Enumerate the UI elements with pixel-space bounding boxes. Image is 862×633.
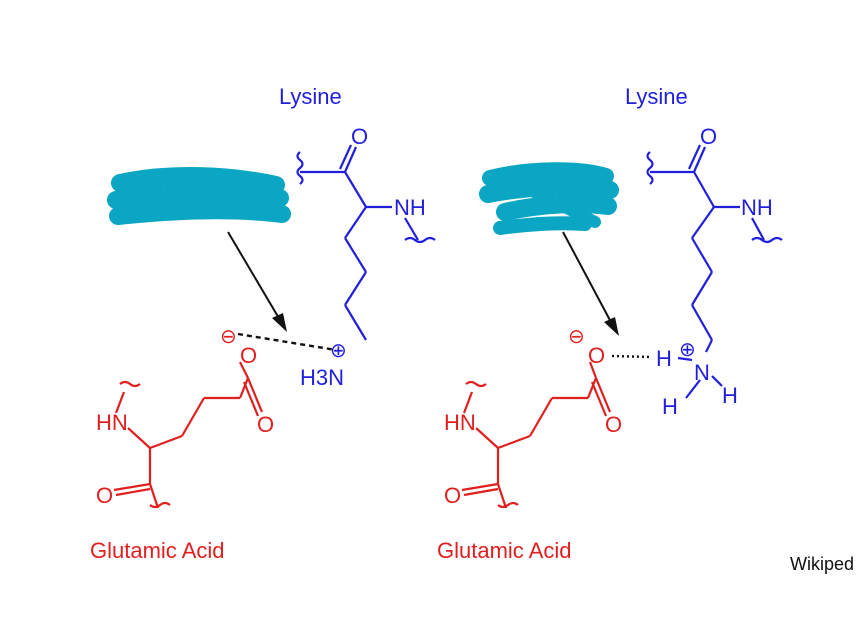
right-glutamate xyxy=(461,361,612,509)
left-glutamate-carbonyl-oxygen: O xyxy=(96,483,113,508)
left-glutamate-wavy-bond-bottom xyxy=(149,501,171,509)
left-pointer-arrow xyxy=(227,231,281,321)
right-lysine-h-left: H xyxy=(662,394,678,419)
left-glutamate-oxygen-minus: O xyxy=(240,343,257,368)
right-lysine-wavy-bond xyxy=(646,151,654,185)
right-glutamate-carboxyl-oxygen: O xyxy=(605,412,622,437)
right-lysine-positive-charge: ⊕ xyxy=(679,339,696,361)
left-glutamate-wavy-bond-top xyxy=(119,380,141,388)
left-lysine-nh: NH xyxy=(394,195,426,220)
right-glutamate-oxygen-minus: O xyxy=(588,343,605,368)
right-glutamate-negative-charge: ⊖ xyxy=(568,326,585,348)
right-glutamic-acid-label: Glutamic Acid xyxy=(437,538,572,563)
right-pointer-arrow xyxy=(562,231,613,325)
left-lysine-carbonyl-o: O xyxy=(351,124,368,149)
right-nh-wavy-bond xyxy=(751,236,783,244)
right-redaction-scribble xyxy=(479,162,619,235)
right-lysine-label: Lysine xyxy=(625,84,688,109)
right-lysine-h-right: H xyxy=(722,383,738,408)
left-glutamate-carboxyl-oxygen: O xyxy=(257,412,274,437)
right-arrowhead xyxy=(604,317,619,336)
left-lysine-label: Lysine xyxy=(279,84,342,109)
left-glutamate xyxy=(113,361,264,509)
left-nh-wavy-bond xyxy=(404,236,436,244)
right-lysine-nh: NH xyxy=(741,195,773,220)
left-panel: Lysine O NH H3N ⊕ xyxy=(90,84,436,563)
left-lysine xyxy=(296,144,436,341)
source-caption: Wikiped xyxy=(790,554,854,574)
left-glutamic-acid-label: Glutamic Acid xyxy=(90,538,225,563)
right-glutamate-wavy-bond-top xyxy=(465,380,487,388)
right-lysine-nitrogen: N xyxy=(694,360,710,385)
right-hydrogen-bond-dotted-line xyxy=(611,354,653,359)
left-lysine-amine: H3N xyxy=(300,365,344,390)
right-lysine xyxy=(646,144,783,399)
right-lysine-carbonyl-o: O xyxy=(700,124,717,149)
right-glutamate-wavy-bond-bottom xyxy=(497,501,519,509)
right-lysine-h-top: H xyxy=(656,346,672,371)
left-redaction-scribble xyxy=(107,167,291,225)
left-glutamate-negative-charge: ⊖ xyxy=(220,326,237,348)
right-panel: Lysine O NH H N H H ⊕ xyxy=(437,84,783,563)
right-glutamate-carbonyl-oxygen: O xyxy=(444,483,461,508)
right-glutamate-hn: HN xyxy=(444,410,476,435)
left-lysine-wavy-bond xyxy=(296,151,304,185)
left-arrowhead xyxy=(272,313,287,332)
left-lysine-positive-charge: ⊕ xyxy=(330,340,347,362)
left-salt-bridge-dashed-line xyxy=(237,332,337,352)
left-glutamate-hn: HN xyxy=(96,410,128,435)
